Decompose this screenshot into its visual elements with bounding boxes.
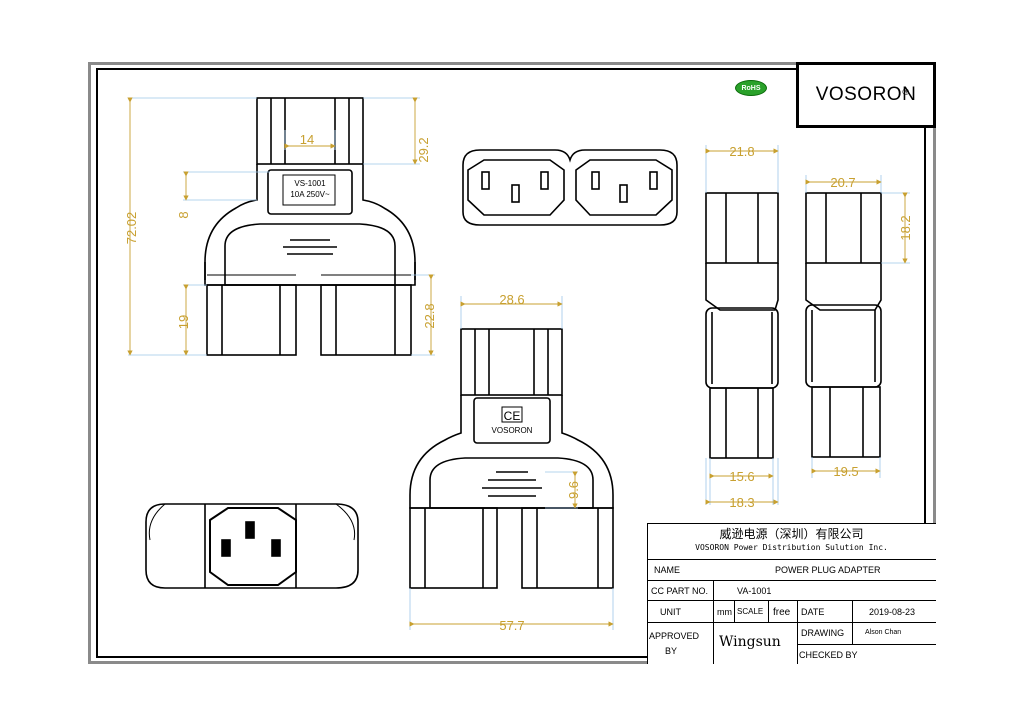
approved-by-value: Wingsun xyxy=(719,634,781,650)
dim-22-8: 22.8 xyxy=(422,303,437,328)
name-value: POWER PLUG ADAPTER xyxy=(775,565,881,575)
unit-value: mm xyxy=(717,607,732,617)
dim-19-5: 19.5 xyxy=(833,464,858,479)
product-label-line2: 10A 250V~ xyxy=(290,190,330,199)
socket-face-view xyxy=(462,149,678,226)
dim-29-2: 29.2 xyxy=(416,137,431,162)
registered-mark: ® xyxy=(902,87,909,97)
brand-logo-box: VOSORON ® xyxy=(796,62,936,128)
drawing-value: Alson Chan xyxy=(865,629,902,636)
dimension-arrows-view1 xyxy=(127,97,434,356)
dim-8: 8 xyxy=(176,211,191,218)
dim-21-8: 21.8 xyxy=(729,144,754,159)
dim-20-7: 20.7 xyxy=(830,175,855,190)
ce-frame xyxy=(501,406,523,423)
dimension-arrows-view3 xyxy=(409,301,614,627)
approved-label-line1: APPROVED xyxy=(649,631,700,641)
dim-72-02: 72.02 xyxy=(124,212,139,245)
dimension-arrows-view5 xyxy=(705,148,908,505)
dim-9-6: 9.6 xyxy=(566,481,581,499)
part-value: VA-1001 xyxy=(737,586,772,596)
part-label: CC PART NO. xyxy=(651,586,709,596)
side-view-1 xyxy=(705,192,779,459)
dim-19: 19 xyxy=(176,315,191,329)
approved-label-line2: BY xyxy=(665,646,678,656)
date-label: DATE xyxy=(801,607,825,617)
front-view-center xyxy=(409,328,614,589)
brand-logo: VOSORON xyxy=(815,84,917,105)
ce-brand: VOSORON xyxy=(492,426,533,435)
dim-18-3: 18.3 xyxy=(729,495,754,510)
rohs-badge: RoHS xyxy=(735,80,767,96)
checked-label: CHECKED BY xyxy=(799,650,858,660)
product-label-line1: VS-1001 xyxy=(294,179,326,188)
title-block: 威逊电源（深圳）有限公司 VOSORON Power Distribution … xyxy=(647,523,936,664)
side-view-2 xyxy=(805,192,882,458)
company-name-en: VOSORON Power Distribution Sulution Inc. xyxy=(695,543,888,552)
scale-label: SCALE xyxy=(737,607,764,616)
scale-value: free xyxy=(773,607,791,618)
dim-57-7: 57.7 xyxy=(499,618,524,633)
dimension-lines-view1 xyxy=(128,97,435,356)
drawing-label: DRAWING xyxy=(801,628,845,638)
date-value: 2019-08-23 xyxy=(869,607,916,617)
dim-18-2: 18.2 xyxy=(898,215,913,240)
front-view-top-left xyxy=(204,97,416,356)
dim-15-6: 15.6 xyxy=(729,469,754,484)
name-label: NAME xyxy=(654,565,681,575)
dim-14: 14 xyxy=(300,132,314,147)
ce-mark: CE xyxy=(504,409,521,423)
company-name-cn: 威逊电源（深圳）有限公司 xyxy=(719,527,864,541)
dim-28-6: 28.6 xyxy=(499,292,524,307)
plug-face-view xyxy=(145,503,359,589)
inner-frame xyxy=(96,68,926,658)
unit-label: UNIT xyxy=(660,607,681,617)
